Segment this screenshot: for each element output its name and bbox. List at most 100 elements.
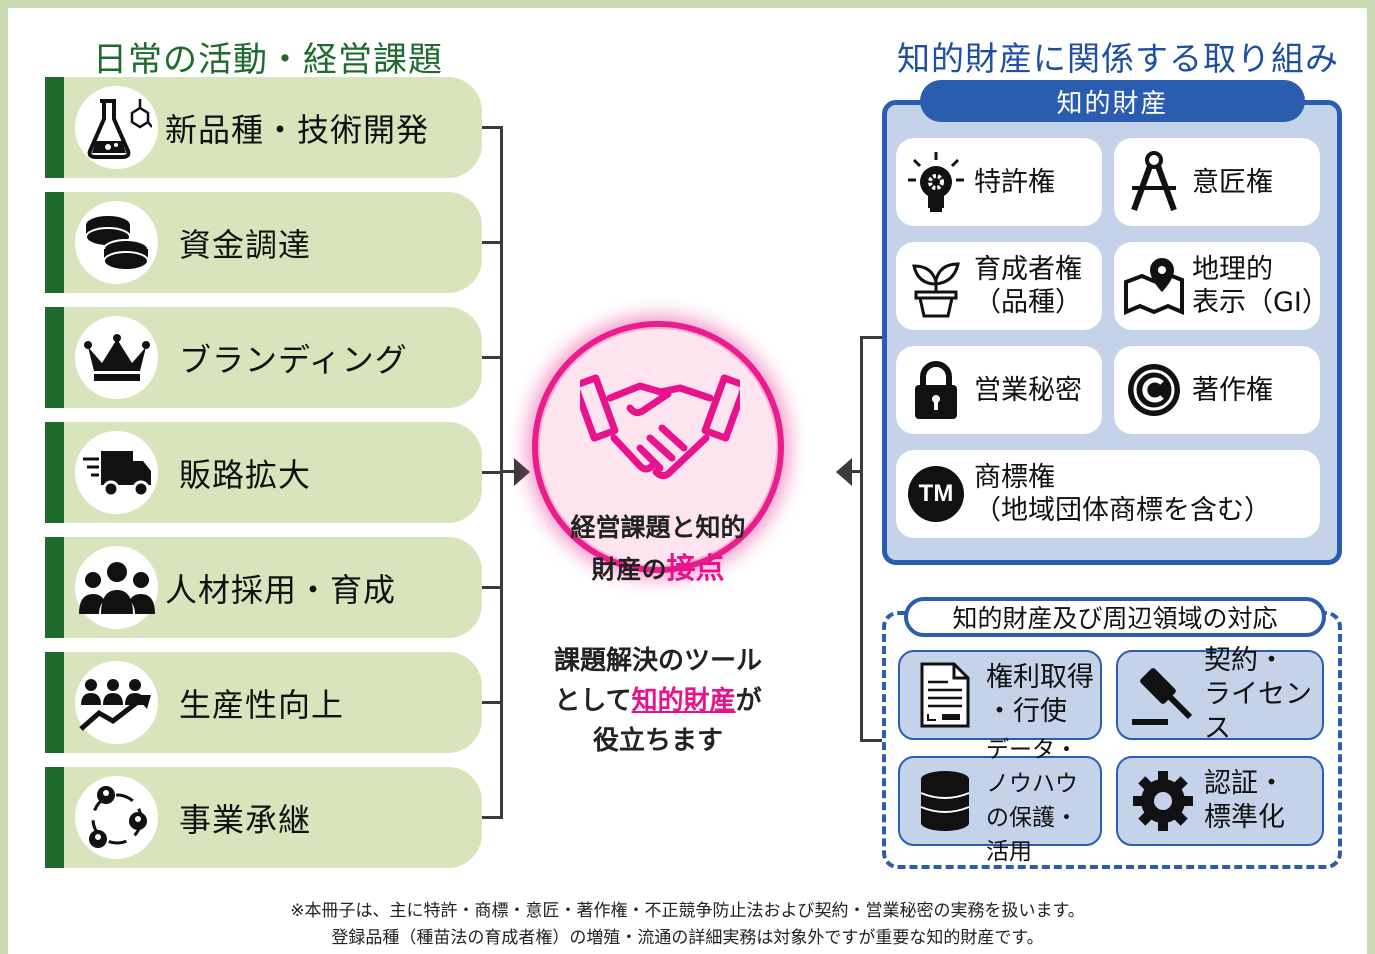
item-accent-bar [45, 192, 64, 293]
ip-card-trade-secret: 営業秘密 [896, 346, 1102, 434]
ip-card-label: 商標権 （地域団体商標を含む） [974, 461, 1271, 527]
people-group-icon [75, 546, 158, 629]
svc-label: データ・ノウハウ の保護・活用 [986, 733, 1100, 869]
svc-label-line1: 権利取得 [986, 662, 1094, 693]
item-accent-bar [45, 767, 64, 868]
caption-line1: 課題解決のツール [553, 646, 762, 676]
item-label: 人材採用・育成 [165, 570, 397, 609]
ip-card-label: 著作権 [1192, 374, 1273, 406]
ip-card-label-line2: （地域団体商標を含む） [974, 495, 1271, 526]
lab-flask-icon [75, 86, 158, 169]
document-icon [910, 660, 980, 730]
footnote: ※本冊子は、主に特許・商標・意匠・著作権・不正競争防止法および契約・営業秘密の実… [8, 898, 1367, 952]
item-succession: 事業承継 [45, 767, 482, 868]
trademark-icon: TM [904, 462, 968, 526]
ip-header: 知的財産 [920, 80, 1305, 122]
connector [482, 816, 502, 819]
connector [860, 336, 882, 339]
connector [482, 356, 502, 359]
diagram-panel: 日常の活動・経営課題 新品種・技術開発 [8, 8, 1367, 954]
map-pin-icon [1122, 254, 1186, 318]
footnote-line2: 登録品種（種苗法の育成者権）の増殖・流通の詳細実務は対象外ですが重要な知的財産で… [331, 928, 1044, 948]
ip-card-label-line2: 表示（GI） [1192, 287, 1329, 318]
item-label: 生産性向上 [179, 685, 345, 724]
contact-point-text: 経営課題と知的 財産の接点 [532, 508, 784, 590]
item-fundraising: 資金調達 [45, 192, 482, 293]
related-area-header: 知的財産及び周辺領域の対応 [904, 597, 1326, 637]
caption-emphasis: 知的財産 [631, 686, 736, 716]
contact-point-emphasis: 接点 [666, 551, 725, 585]
svc-label-line2: 標準化 [1204, 802, 1285, 833]
connector [860, 739, 882, 742]
item-label: ブランディング [179, 340, 408, 379]
item-accent-bar [45, 422, 64, 523]
crown-icon [75, 316, 158, 399]
item-label: 事業承継 [179, 800, 312, 839]
ip-card-trademark: TM 商標権 （地域団体商標を含む） [896, 450, 1320, 538]
database-icon [910, 766, 980, 836]
item-accent-bar [45, 537, 64, 638]
ip-card-design: 意匠権 [1114, 138, 1320, 226]
right-title: 知的財産に関係する取り組み [897, 39, 1339, 78]
connector [848, 470, 862, 473]
contact-point-line1: 経営課題と知的 [570, 513, 746, 542]
connector [482, 126, 502, 129]
svc-label-line1: 認証・ [1204, 768, 1285, 799]
item-accent-bar [45, 307, 64, 408]
ip-card-label: 育成者権 （品種） [974, 253, 1082, 319]
item-branding: ブランディング [45, 307, 482, 408]
connector [500, 470, 518, 473]
ip-card-label-line1: 商標権 [974, 462, 1055, 493]
svc-standard: 認証・ 標準化 [1116, 756, 1324, 846]
productivity-chart-icon [75, 661, 158, 744]
svc-data: データ・ノウハウ の保護・活用 [898, 737, 1102, 865]
caption-prefix: として [554, 686, 632, 716]
ip-card-label: 営業秘密 [974, 374, 1082, 406]
connector-vertical [860, 336, 863, 742]
handshake-icon [580, 374, 740, 480]
ip-card-label: 特許権 [974, 166, 1055, 198]
svc-label-line1: データ・ノウハウ [986, 737, 1078, 797]
svc-label-line2: ライセンス [1204, 679, 1312, 744]
trademark-badge: TM [908, 466, 964, 522]
ip-card-label: 地理的 表示（GI） [1192, 253, 1329, 319]
connector [482, 586, 502, 589]
caption-suffix: が [735, 686, 762, 716]
footnote-line1: ※本冊子は、主に特許・商標・意匠・著作権・不正競争防止法および契約・営業秘密の実… [290, 901, 1085, 921]
svc-label-line2: ・行使 [986, 696, 1067, 727]
ip-card-label-line1: 地理的 [1192, 254, 1273, 285]
item-productivity: 生産性向上 [45, 652, 482, 753]
svc-label: 権利取得 ・行使 [986, 661, 1094, 729]
svc-rights: 権利取得 ・行使 [898, 650, 1102, 740]
caption-line3: 役立ちます [592, 726, 723, 756]
item-new-variety-tech: 新品種・技術開発 [45, 77, 482, 178]
gear-icon [1128, 766, 1198, 836]
item-accent-bar [45, 652, 64, 753]
ip-card-gi: 地理的 表示（GI） [1114, 242, 1329, 330]
lightbulb-gear-icon [904, 150, 968, 214]
contact-point-prefix: 財産の [591, 555, 667, 584]
svc-contract: 契約・ ライセンス [1116, 645, 1324, 744]
arrow-right-icon [514, 458, 530, 486]
connector [482, 701, 502, 704]
caption-line2: として知的財産が [508, 681, 808, 721]
copyright-icon [1122, 358, 1186, 422]
ip-card-patent: 特許権 [896, 138, 1102, 226]
ip-card-label-line2: （品種） [974, 287, 1082, 318]
left-title: 日常の活動・経営課題 [93, 40, 443, 80]
svc-label-line2: の保護・活用 [986, 805, 1078, 865]
coins-icon [75, 201, 158, 284]
gavel-icon [1128, 660, 1198, 730]
item-label: 新品種・技術開発 [165, 110, 430, 149]
center-caption: 課題解決のツール として知的財産が 役立ちます [508, 641, 808, 761]
seedling-pot-icon [904, 254, 968, 318]
svc-label-line1: 契約・ [1204, 645, 1285, 676]
delivery-truck-icon [75, 431, 158, 514]
compass-icon [1122, 150, 1186, 214]
item-accent-bar [45, 77, 64, 178]
succession-cycle-icon [75, 776, 158, 859]
contact-point-line2: 財産の接点 [532, 548, 784, 590]
ip-card-label: 意匠権 [1192, 166, 1273, 198]
arrow-left-icon [836, 458, 852, 486]
connector [482, 241, 502, 244]
